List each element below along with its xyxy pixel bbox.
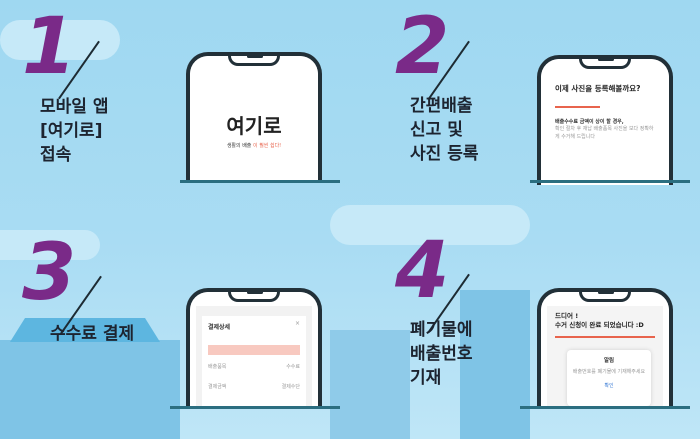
building-roof [10, 318, 160, 342]
phone-step-4: 드디어 ! 수거 신청이 완료 되었습니다 :D 알림 배출번호를 폐기물에 기… [537, 288, 673, 406]
phone-step-1: 여기로 생활의 배출 이 훨씬 쉽다! [186, 52, 322, 182]
step-label: 간편배출 신고 및 사진 등록 [410, 96, 479, 164]
accent-bar [555, 106, 600, 108]
alert-dialog: 알림 배출번호를 폐기물에 기재해주세요 확인 [567, 350, 651, 406]
step-number: 4 [395, 226, 450, 316]
building [330, 330, 410, 439]
app-logo: 여기로 [226, 114, 282, 138]
step-label: 폐기물에 배출번호 기재 [410, 320, 473, 388]
tagline-accent: 이 훨씬 쉽다! [253, 143, 282, 149]
ground-line [170, 406, 340, 409]
ground-line [530, 180, 690, 183]
accent-bar [555, 336, 655, 338]
alert-body: 배출번호를 폐기물에 기재해주세요 [572, 369, 646, 375]
step-label: 수수료 결제 [50, 324, 135, 344]
ground-line [520, 406, 690, 409]
confirm-button[interactable]: 확인 [604, 383, 614, 389]
phone-notch [228, 292, 280, 302]
cloud [0, 230, 100, 260]
row-label: 결제금액 [208, 384, 227, 390]
step-label: 모바일 앱 [여기로] 접속 [40, 97, 109, 165]
phone-step-2: 이제 사진을 등록해볼까요? 배출수수료 금액이 상이 할 경우, 확인 절차 … [537, 55, 673, 185]
step-number: 1 [22, 2, 77, 92]
phone-notch [579, 59, 631, 69]
alert-title: 알림 [603, 358, 615, 364]
screen-title: 결제상세 [208, 324, 231, 331]
row-value: 수수료 [286, 364, 300, 370]
note: 배출수수료 금액이 상이 할 경우, [555, 119, 624, 125]
cloud [0, 20, 120, 60]
row-label: 배출품목 [208, 364, 227, 370]
screen-title: 드디어 ! 수거 신청이 완료 되었습니다 :D [555, 312, 644, 329]
phone-notch [579, 292, 631, 302]
phone-notch [228, 56, 280, 66]
screen-title: 이제 사진을 등록해볼까요? [555, 84, 641, 93]
phone-step-3: 결제상세 × 배출품목 수수료 결제금액 결제수단 [186, 288, 322, 406]
building [460, 290, 530, 439]
tagline: 생활의 배출 [226, 143, 252, 149]
highlight-bar [208, 345, 300, 355]
step-number: 3 [22, 228, 77, 318]
row-value: 결제수단 [281, 384, 300, 390]
ground-line [180, 180, 340, 183]
step-number: 2 [395, 2, 450, 92]
close-icon[interactable]: × [294, 320, 300, 327]
building [0, 340, 180, 439]
cloud [330, 205, 530, 245]
body-text: 확인 절차 후 재납 배출품목 사진을 보다 정확하게 수거해 드립니다 [555, 126, 654, 140]
